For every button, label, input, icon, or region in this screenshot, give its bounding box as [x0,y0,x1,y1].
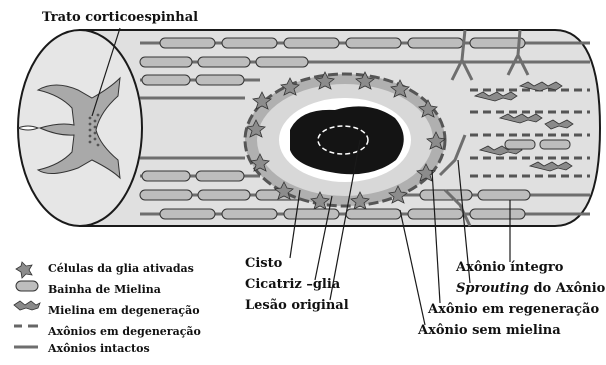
unmyelinated-axon-label: Axônio sem mielina [418,323,561,338]
degenerating-myelin-legend-icon [14,301,40,310]
myelin-legend-icon [16,281,38,291]
original-lesion [290,106,404,174]
sprouting-suffix: do Axônio [529,281,605,296]
legend-degenerating-myelin: Mielina em degeneração [48,304,200,317]
sprouting-term: Sprouting [456,281,529,296]
glia-legend-icon [16,262,32,278]
original-lesion-label: Lesão original [245,298,349,313]
regenerating-axon-label: Axônio em regeneração [428,302,599,317]
legend-activated-glia: Células da glia ativadas [48,262,194,275]
glial-scar-label: Cicatriz –glia [245,277,340,292]
corticospinal-tract-label: Trato corticoespinhal [42,10,198,25]
cyst-label: Cisto [245,256,282,271]
intact-axon-label: Axônio íntegro [456,260,563,275]
legend-myelin-sheath: Bainha de Mielina [48,283,161,296]
sprouting-label: Sprouting do Axônio [456,281,605,296]
legend-icons [14,262,40,347]
legend-degenerating-axons: Axônios em degeneração [48,325,201,338]
legend-intact-axons: Axônios intactos [48,342,150,355]
